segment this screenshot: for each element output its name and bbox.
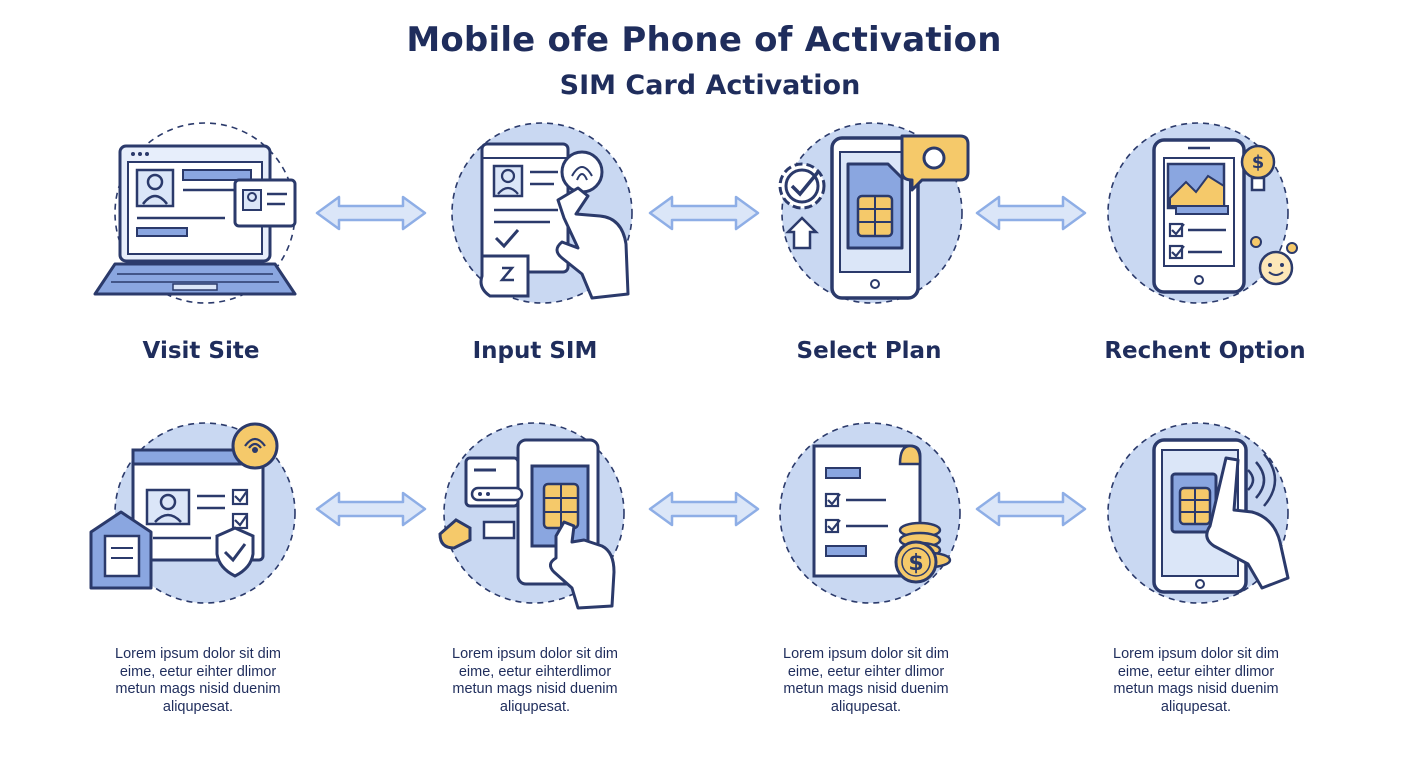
desc-line: aliqupesat.	[1160, 698, 1232, 715]
desc-line: aliqupesat.	[499, 698, 571, 715]
desc-line: aliqupesat.	[830, 698, 902, 715]
step-description: Lorem ipsum dolor sit dim eime, eetur ei…	[68, 646, 328, 716]
step-label: Visit Site	[142, 338, 260, 364]
step-label: Input SIM	[472, 338, 598, 364]
arrow-connector	[973, 193, 1089, 233]
arrow-connector	[646, 489, 762, 529]
phone-chart-icon: $	[1098, 118, 1318, 338]
desc-line: eime, eetur eihter dlimor	[787, 663, 945, 680]
sim-insert-icon	[434, 418, 654, 638]
desc-line: eime, eetur eihter dlimor	[1117, 663, 1275, 680]
step-description: Lorem ipsum dolor sit dim eime, eetur ei…	[405, 646, 665, 716]
desc-line: metun mags nisid duenim	[783, 681, 949, 697]
arrow-connector	[973, 489, 1089, 529]
desc-line: metun mags nisid duenim	[452, 681, 618, 697]
page-title: Mobile ofe Phone of Activation	[406, 20, 1002, 60]
desc-line: Lorem ipsum dolor sit dim	[115, 646, 281, 662]
desc-line: Lorem ipsum dolor sit dim	[452, 646, 618, 662]
page-subtitle: SIM Card Activation	[559, 70, 861, 101]
id-verification-icon	[85, 418, 305, 638]
step-description: Lorem ipsum dolor sit dim eime, eetur ei…	[736, 646, 996, 716]
desc-line: Lorem ipsum dolor sit dim	[1113, 646, 1279, 662]
arrow-connector	[313, 489, 429, 529]
desc-line: eime, eetur eihterdlimor	[458, 663, 612, 680]
laptop-icon	[93, 118, 315, 338]
phone-nfc-icon	[1098, 418, 1318, 638]
svg-text:$: $	[1252, 152, 1265, 173]
arrow-connector	[313, 193, 429, 233]
svg-text:$: $	[908, 551, 923, 576]
desc-line: metun mags nisid duenim	[1113, 681, 1279, 697]
desc-line: aliqupesat.	[162, 698, 234, 715]
desc-line: eime, eetur eihter dlimor	[119, 663, 277, 680]
arrow-connector	[646, 193, 762, 233]
invoice-coins-icon: $	[770, 418, 990, 638]
step-description: Lorem ipsum dolor sit dim eime, eetur ei…	[1066, 646, 1326, 716]
desc-line: Lorem ipsum dolor sit dim	[783, 646, 949, 662]
step-label: Select Plan	[796, 338, 942, 364]
desc-line: metun mags nisid duenim	[115, 681, 281, 697]
form-hand-icon	[432, 118, 652, 338]
step-label: Rechent Option	[1104, 338, 1306, 364]
phone-sim-icon	[762, 118, 982, 338]
